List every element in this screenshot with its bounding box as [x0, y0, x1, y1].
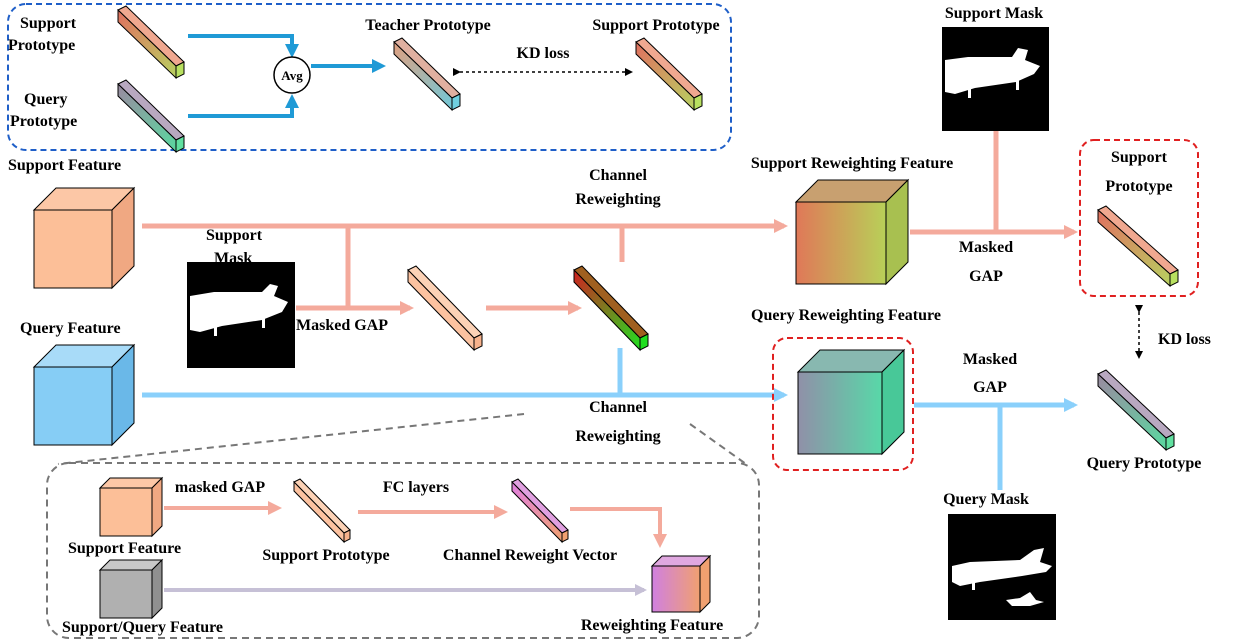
- query-prototype-right-label: Query Prototype: [1087, 455, 1202, 472]
- top-support-prototype-label-2: Prototype: [8, 37, 75, 54]
- query-mask-label: Query Mask: [943, 491, 1029, 508]
- support-mask-mid-label-1: Support: [206, 227, 263, 244]
- top-query-prototype-label-1: Query: [24, 91, 68, 108]
- avg-label: Avg: [281, 68, 303, 83]
- query-feature-cube: [32, 343, 136, 447]
- support-reweighting-feature-cube: [794, 178, 910, 286]
- query-feature-label: Query Feature: [20, 320, 121, 337]
- top-inset-box: [7, 3, 732, 151]
- arrow-query-to-avg: [188, 94, 299, 118]
- teacher-prototype-label: Teacher Prototype: [365, 17, 490, 34]
- support-prototype-mid-bar: [407, 265, 483, 352]
- kd-loss-top-label: KD loss: [517, 45, 570, 62]
- support-feature-cube: [32, 186, 136, 290]
- support-prototype-highlight-box: [1079, 139, 1199, 297]
- support-mask-top-label: Support Mask: [945, 5, 1043, 22]
- channel-reweight-vector-bar: [573, 265, 649, 352]
- inset-support-feature-cube: [98, 476, 164, 538]
- query-reweighting-highlight-box: [772, 337, 914, 471]
- top-support-prototype-label-right: Support Prototype: [592, 17, 719, 34]
- inset-fc-layers-label: FC layers: [383, 479, 449, 496]
- teacher-prototype-bar: [393, 37, 461, 112]
- inset-connector-left: [57, 413, 525, 465]
- query-reweighting-feature-label: Query Reweighting Feature: [751, 307, 941, 324]
- inset-reweighting-feature-cube: [650, 554, 712, 614]
- channel-reweighting-top-label-2: Reweighting: [575, 191, 660, 208]
- inset-support-feature-label: Support Feature: [68, 540, 181, 557]
- inset-channel-reweight-vector-bar: [511, 478, 569, 544]
- bottom-inset-box: [46, 462, 760, 639]
- masked-gap-right-bottom-label-2: GAP: [973, 379, 1007, 396]
- top-support-prototype-bar: [117, 5, 185, 80]
- top-query-prototype-bar: [117, 79, 185, 154]
- inset-support-query-feature-label: Support/Query Feature: [62, 619, 223, 636]
- channel-reweighting-bottom-label-1: Channel: [589, 399, 647, 416]
- query-prototype-right-bar: [1097, 369, 1175, 452]
- channel-reweighting-top-label-1: Channel: [589, 167, 647, 184]
- inset-reweighting-feature-label: Reweighting Feature: [581, 617, 723, 634]
- inset-channel-reweight-vector-label: Channel Reweight Vector: [443, 547, 617, 564]
- avg-node: [273, 56, 311, 94]
- inset-support-prototype-label: Support Prototype: [262, 547, 389, 564]
- support-prototype-right-label-2: Prototype: [1105, 178, 1172, 195]
- support-mask-image-top: [942, 27, 1049, 131]
- support-feature-label: Support Feature: [8, 157, 121, 174]
- inset-support-query-feature-cube: [98, 558, 164, 620]
- support-mask-image-mid: [187, 262, 295, 368]
- support-prototype-right-label-1: Support: [1111, 149, 1168, 166]
- inset-crv-to-rwf-arrow: [570, 507, 667, 548]
- inset-support-prototype-bar: [293, 478, 351, 544]
- top-support-prototype-bar-right: [635, 37, 703, 112]
- masked-gap-right-top-label-1: Masked: [959, 239, 1013, 256]
- masked-gap-mid-label: Masked GAP: [296, 317, 388, 334]
- top-support-prototype-label-1: Support: [20, 15, 77, 32]
- inset-connector-right: [689, 423, 747, 465]
- masked-gap-right-bottom-label-1: Masked: [963, 351, 1017, 368]
- arrow-support-to-avg: [188, 34, 299, 58]
- support-reweighting-feature-label: Support Reweighting Feature: [751, 155, 953, 172]
- support-prototype-right-bar: [1097, 205, 1179, 288]
- query-mask-image: [948, 514, 1056, 620]
- inset-masked-gap-label: masked GAP: [175, 479, 265, 496]
- masked-gap-right-top-label-2: GAP: [969, 268, 1003, 285]
- top-query-prototype-label-2: Prototype: [10, 113, 77, 130]
- channel-reweighting-bottom-label-2: Reweighting: [575, 428, 660, 445]
- kd-loss-right-label: KD loss: [1158, 331, 1211, 348]
- query-reweighting-feature-cube: [796, 348, 906, 456]
